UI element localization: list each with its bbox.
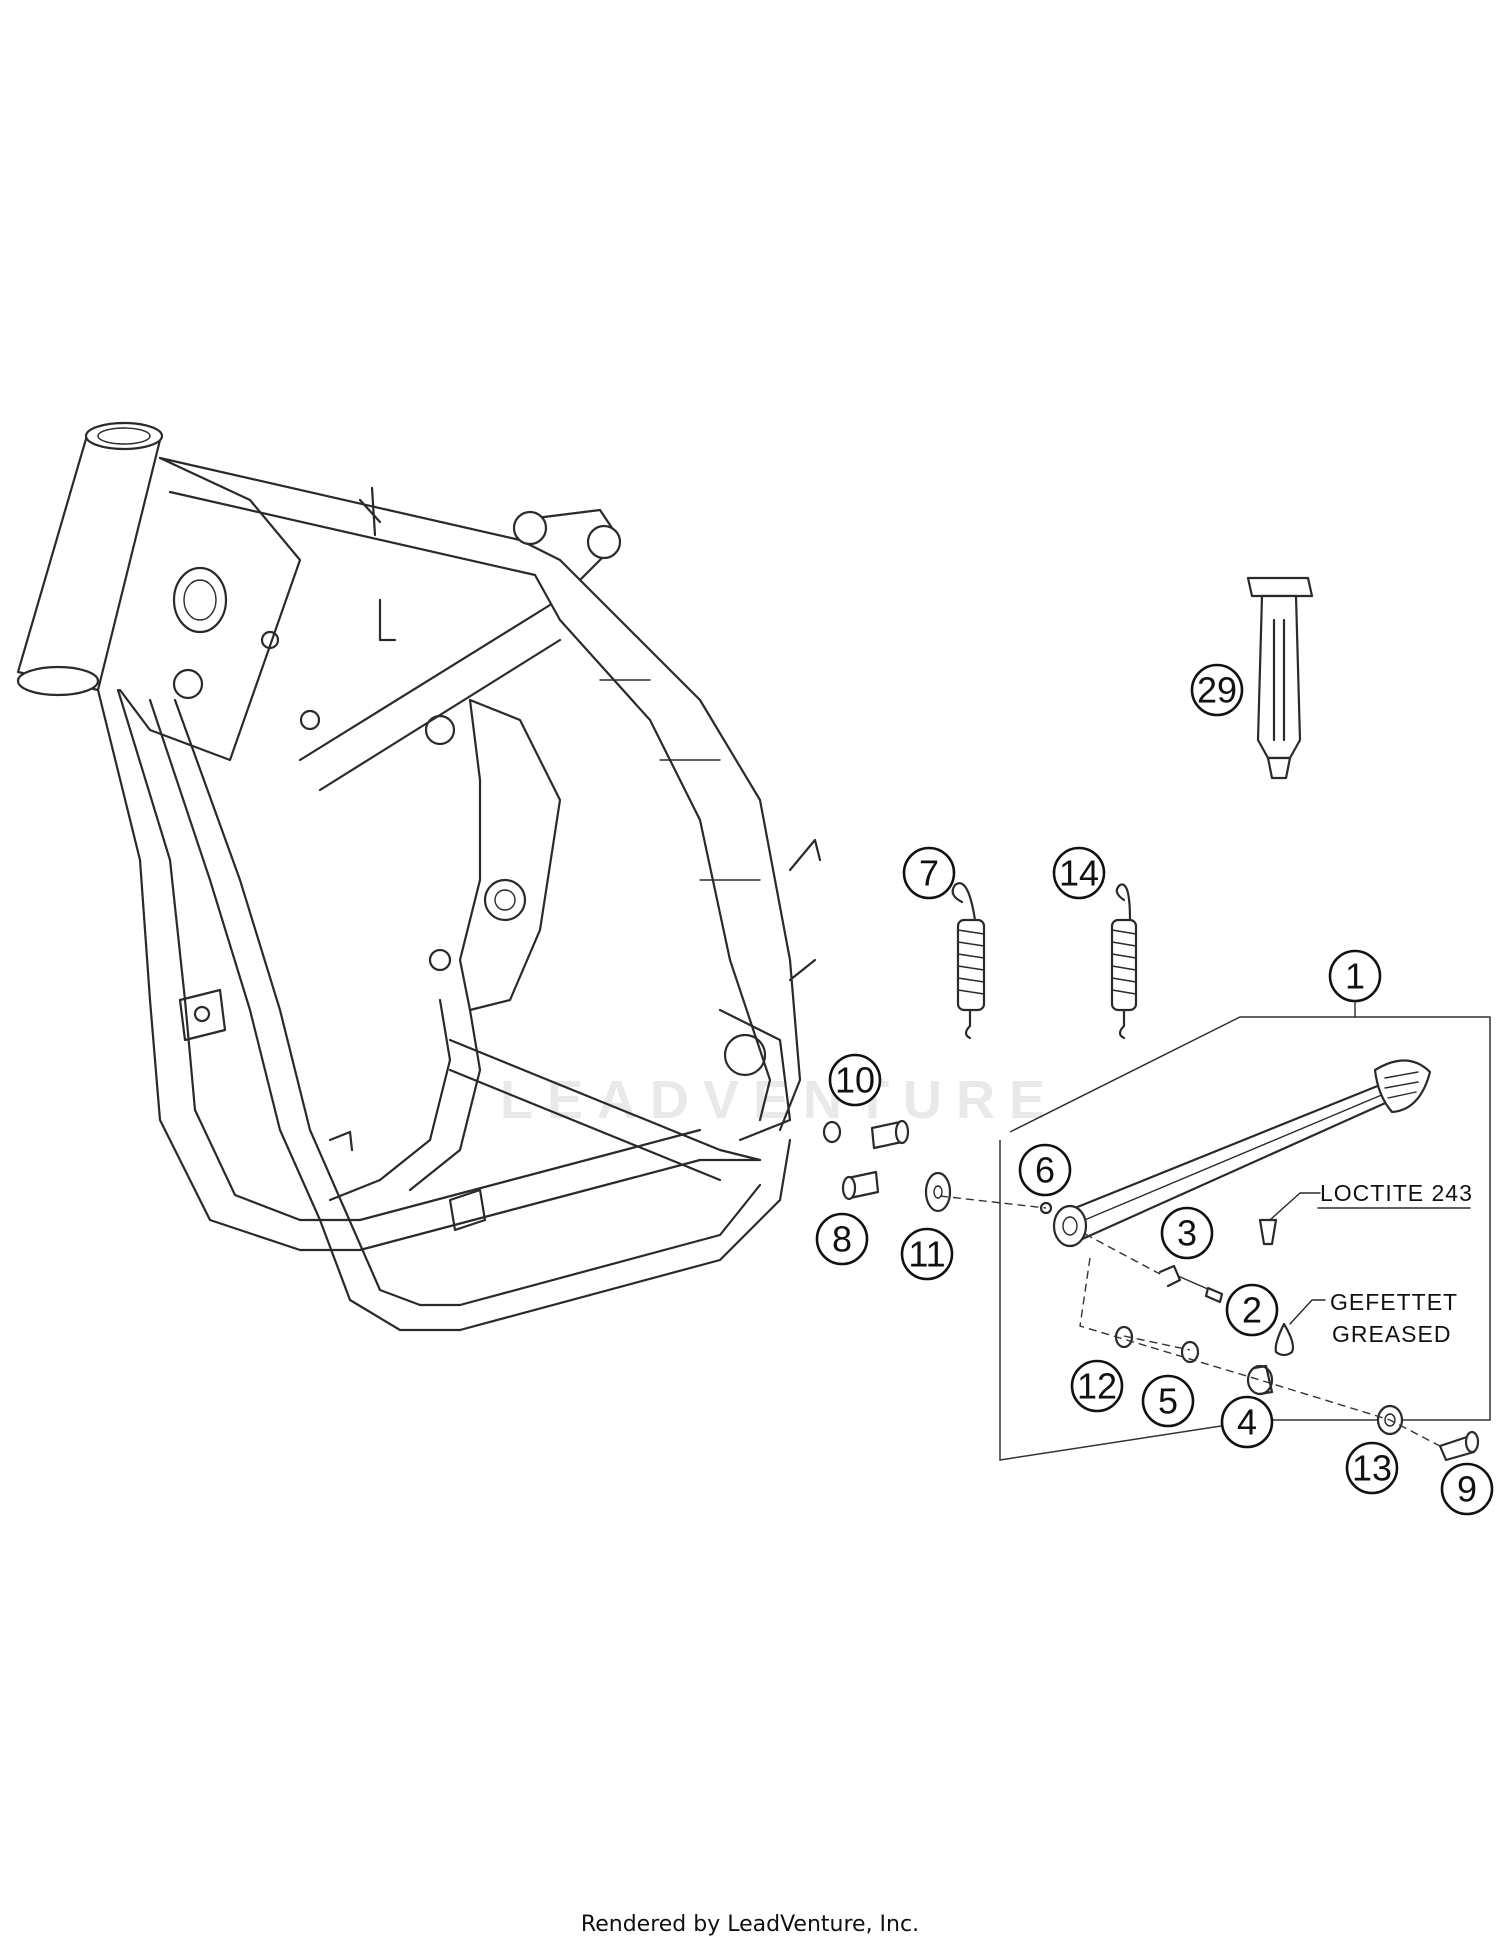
watermark-text: LEADVENTURE (500, 1070, 1059, 1130)
callout-11: 11 (900, 1227, 954, 1281)
svg-text:10: 10 (835, 1060, 875, 1101)
part-10-ring-illustration (822, 1120, 842, 1144)
part-14-spring-illustration (1110, 883, 1138, 1040)
callout-29: 29 (1190, 663, 1244, 717)
callout-9: 9 (1440, 1462, 1494, 1516)
callout-12: 12 (1070, 1359, 1124, 1413)
svg-text:2: 2 (1242, 1290, 1262, 1331)
svg-text:8: 8 (832, 1219, 852, 1260)
svg-text:29: 29 (1197, 670, 1237, 711)
part-9-bolt-illustration (1438, 1430, 1480, 1462)
svg-text:4: 4 (1237, 1402, 1257, 1443)
note-greased-de: GEFETTET (1330, 1289, 1458, 1315)
part-7-spring-illustration (951, 882, 986, 1040)
callout-14: 14 (1052, 846, 1106, 900)
svg-text:9: 9 (1457, 1469, 1477, 1510)
svg-text:5: 5 (1158, 1381, 1178, 1422)
part-29-tool-illustration (1246, 576, 1314, 780)
render-credit: Rendered by LeadVenture, Inc. (580, 1912, 920, 1937)
callout-10: 10 (828, 1053, 882, 1107)
part-1-side-stand-assembly (999, 1016, 1491, 1461)
note-loctite: LOCTITE 243 (1320, 1180, 1473, 1206)
callout-4: 4 (1220, 1395, 1274, 1449)
part-8-bolt-illustration (841, 1170, 880, 1201)
svg-text:12: 12 (1077, 1366, 1117, 1407)
svg-text:11: 11 (908, 1234, 945, 1275)
callout-1: 1 (1328, 949, 1382, 1003)
part-11-washer-illustration (924, 1171, 952, 1213)
svg-text:1: 1 (1345, 956, 1365, 997)
note-greased-en: GREASED (1332, 1321, 1451, 1347)
callout-8: 8 (815, 1212, 869, 1266)
svg-text:3: 3 (1177, 1213, 1197, 1254)
svg-text:13: 13 (1352, 1448, 1392, 1489)
motorcycle-frame (16, 421, 822, 1332)
callout-6: 6 (1018, 1143, 1072, 1197)
callout-13: 13 (1345, 1441, 1399, 1495)
svg-text:14: 14 (1059, 853, 1099, 894)
callout-5: 5 (1141, 1374, 1195, 1428)
callout-2: 2 (1225, 1283, 1279, 1337)
callout-7: 7 (902, 846, 956, 900)
svg-text:7: 7 (919, 853, 939, 894)
callout-3: 3 (1160, 1206, 1214, 1260)
part-10-bolt-illustration (870, 1119, 910, 1150)
svg-text:6: 6 (1035, 1150, 1055, 1191)
assembly-lines (939, 1195, 1441, 1447)
